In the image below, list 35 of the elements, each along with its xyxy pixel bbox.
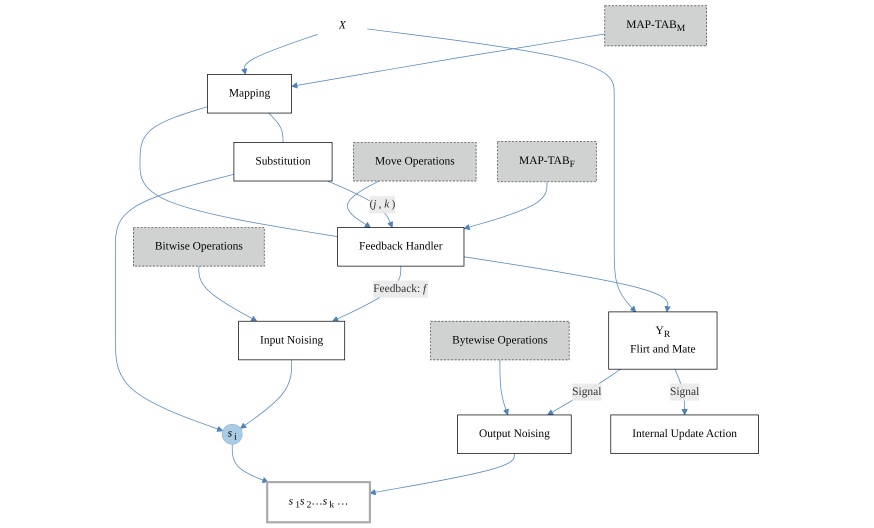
node-box: MAP-TAB$_{F}$ <box>497 141 597 182</box>
node-box: Substitution <box>234 142 332 182</box>
arrow <box>291 34 606 88</box>
arrow <box>232 444 268 483</box>
node-box: MAP-TAB$_{M}$ <box>604 5 708 46</box>
arrow <box>327 180 393 228</box>
node-box: Output Noising <box>457 414 572 454</box>
arrow <box>347 180 380 228</box>
node-box: Bytewise Operations <box>430 320 570 360</box>
arrow <box>370 453 515 496</box>
arrow <box>240 359 292 429</box>
connector <box>140 106 338 237</box>
node-box: Input Noising <box>238 320 346 360</box>
arrow <box>547 368 621 416</box>
arrow <box>241 34 318 75</box>
arrow <box>366 28 636 312</box>
arrow <box>115 174 234 432</box>
arrow <box>198 266 258 322</box>
arrow <box>464 256 671 312</box>
node-box: Mapping <box>207 74 292 114</box>
node-box: Y$_{R}$ Flirt and Mate <box>608 312 718 370</box>
node-box: Feedback Handler <box>337 227 464 266</box>
node-box: Internal Update Action <box>610 414 759 454</box>
edge-label: Feedback: f <box>373 282 426 295</box>
node-text: X <box>338 19 346 32</box>
node-box: s$_{1}$s$_{2}$…s$_{k}$ … <box>266 481 371 524</box>
node-box: Bitwise Operations <box>133 227 265 266</box>
node-box: Move Operations <box>353 142 476 182</box>
arrow <box>464 181 548 230</box>
connector <box>268 112 284 143</box>
edge-label: (j, k) <box>369 198 396 210</box>
node-circle: s$_{i}$ <box>222 424 243 445</box>
arrow <box>500 359 509 416</box>
edge-label: Signal <box>670 386 700 398</box>
edge-label: Signal <box>572 386 602 398</box>
